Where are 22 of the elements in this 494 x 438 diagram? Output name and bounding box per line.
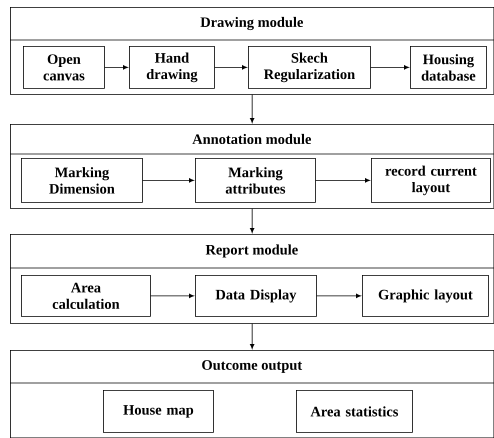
process-box: Data Display	[195, 275, 317, 317]
arrow	[142, 178, 194, 183]
arrow	[214, 65, 247, 70]
process-box: Hand drawing	[129, 46, 215, 89]
process-box: Area statistics	[296, 390, 413, 433]
process-box: Skech Regularization	[248, 46, 371, 89]
process-box: Marking Dimension	[21, 158, 143, 203]
process-box: Housing database	[410, 46, 487, 89]
arrow	[250, 94, 254, 123]
arrow	[316, 294, 361, 298]
process-box: House map	[103, 390, 214, 433]
process-box: Graphic layout	[362, 275, 489, 317]
process-box: Marking attributes	[195, 158, 316, 203]
arrow	[104, 65, 128, 70]
arrow	[370, 65, 409, 70]
process-box: Open canvas	[23, 46, 105, 89]
process-box: record current layout	[371, 158, 491, 203]
arrow	[150, 294, 194, 298]
process-box: Area calculation	[21, 275, 151, 317]
arrow	[315, 178, 370, 183]
arrow	[250, 208, 254, 233]
arrow	[250, 323, 254, 349]
